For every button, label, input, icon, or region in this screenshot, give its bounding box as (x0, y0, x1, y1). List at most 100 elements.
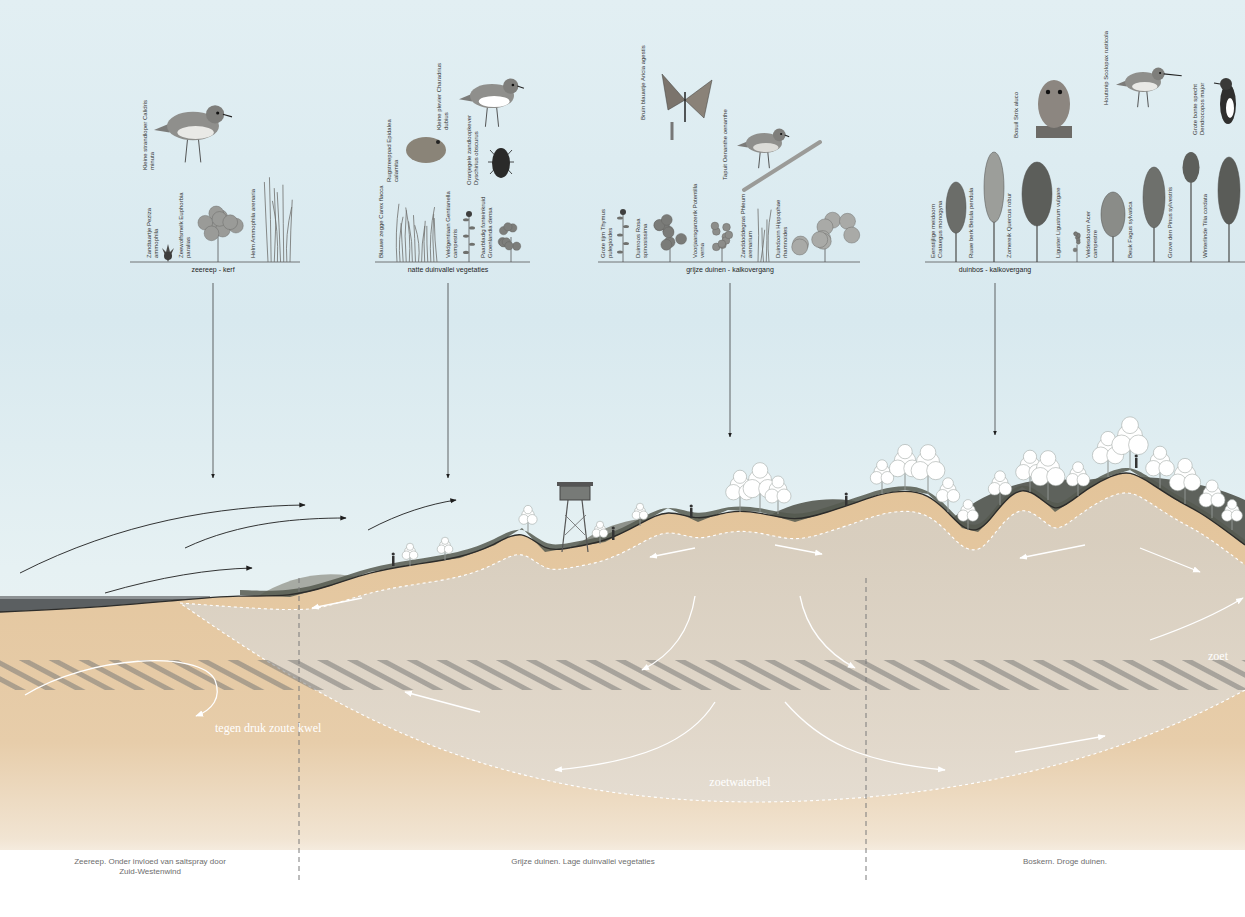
grass-drawing (264, 177, 292, 262)
tower-cabin (560, 486, 590, 500)
shrub-drawing (198, 206, 243, 262)
butterfly-wing (662, 74, 685, 110)
zone-caption: Boskern. Droge duinen. (965, 857, 1165, 867)
person-head (845, 492, 848, 495)
habitat-heading: duinbos - kalkovergang (910, 266, 1080, 274)
tree-crown (1227, 500, 1237, 510)
section-tree (988, 471, 1011, 505)
tree-crown (999, 483, 1012, 496)
section-tree (911, 445, 945, 494)
shrub-leaf (661, 214, 672, 225)
bird-drawing (154, 105, 232, 162)
groundwater-arrow (312, 598, 362, 608)
leader-line (213, 283, 214, 478)
zone-caption: Zeereep. Onder invloed van saltspray doo… (65, 857, 235, 877)
species-label: Zandtaartje Peziza ammophila (146, 183, 159, 258)
shrub-leaf (204, 226, 219, 241)
bird-beak (1164, 74, 1182, 76)
herb-stem (469, 214, 470, 262)
fungus-cap (164, 252, 172, 260)
species-label: Grote bonte specht Dendrocopos major (1192, 60, 1205, 135)
person-figure (1135, 458, 1138, 468)
tree-crown (444, 545, 452, 553)
species-label: Helm Ammophila arenaria (250, 183, 257, 258)
shrub-leaf (1074, 232, 1078, 236)
species-label: Houtsnip Scolopax rusticola (1103, 30, 1110, 105)
herb-leaf (623, 225, 629, 228)
tree-drawing (1101, 192, 1125, 262)
herb-leaf (463, 218, 469, 221)
herb-flower (620, 209, 626, 215)
toad-eye (436, 140, 440, 144)
section-tree (1112, 417, 1148, 470)
grass-blade (433, 214, 434, 262)
herb-leaf (617, 216, 623, 219)
tree-crown (1206, 480, 1218, 492)
tree-crown (946, 182, 966, 233)
bird-leg (185, 136, 188, 162)
groundwater-arrow (785, 702, 945, 770)
section-label: zoetwaterbel (675, 776, 805, 789)
grass-blade (399, 217, 403, 262)
beetle-body (492, 148, 510, 178)
herb-leaf (617, 250, 623, 253)
grass-blade (290, 200, 292, 262)
shrub-leaf (505, 242, 513, 250)
herb-drawing (617, 209, 629, 262)
shrub-leaf (676, 233, 687, 244)
bird-head (503, 78, 518, 93)
species-label: Kleine strandloper Calidris minuta (142, 95, 155, 170)
shrub-leaf (839, 213, 855, 229)
species-label: Beuk Fagus sylvatica (1127, 183, 1134, 258)
tree-crown (772, 476, 784, 488)
groundwater-arrow (405, 692, 480, 712)
tower-roof (557, 482, 593, 486)
species-label: Liguster Ligustrum vulgare (1055, 183, 1062, 258)
shrub-leaf (718, 240, 726, 248)
ground-line (375, 262, 530, 263)
ground-line (925, 262, 1245, 263)
species-label: Bosuil Strix aluco (1013, 63, 1020, 138)
groundwater-arrow (642, 596, 695, 670)
herb-flower (466, 211, 472, 217)
tree-drawing (946, 182, 966, 262)
grass-blade (405, 210, 406, 262)
tree-crown (1129, 435, 1149, 455)
leader-line (448, 283, 449, 478)
tree-crown (1122, 417, 1139, 434)
shrub-leaf (723, 223, 731, 231)
fungus-star (162, 244, 174, 262)
grass-blade (434, 218, 437, 262)
tree-crown (639, 511, 647, 519)
species-label: Kleine plevier Charadrius dubius (436, 55, 449, 130)
species-label: Veldgentiaan Gentianella campestris (445, 183, 458, 258)
person-head (690, 504, 693, 507)
tree-crown (1178, 458, 1192, 472)
species-label: Eenstijlige meidoorn Crataegus monogyna (930, 183, 943, 258)
bird-leg (198, 136, 201, 162)
species-label: Voorjaarsganzerik Potentilla verna (692, 183, 705, 258)
butterfly-wing (685, 80, 712, 118)
shrub-leaf (1074, 232, 1078, 236)
groundwater-arrow (1020, 545, 1085, 558)
tree-crown (984, 152, 1004, 222)
leader-line (995, 283, 996, 435)
herb-leaf (463, 251, 469, 254)
section-tree (1031, 451, 1065, 500)
grass-drawing (758, 209, 771, 262)
tree-crown (927, 462, 945, 480)
section-tree (632, 503, 648, 526)
shrub-drawing (1073, 232, 1080, 262)
shrub-drawing (498, 223, 521, 262)
groundwater-arrow (650, 548, 695, 557)
wind-arrow (368, 500, 456, 530)
tree-crown (898, 444, 912, 458)
caption-band (0, 850, 1245, 917)
groundwater-arrow (25, 661, 217, 716)
species-label: Zanddoddegras Phleum arenarium (740, 183, 753, 258)
shrub-leaf (792, 239, 808, 255)
tree-crown (877, 460, 888, 471)
ground-line (598, 262, 860, 263)
